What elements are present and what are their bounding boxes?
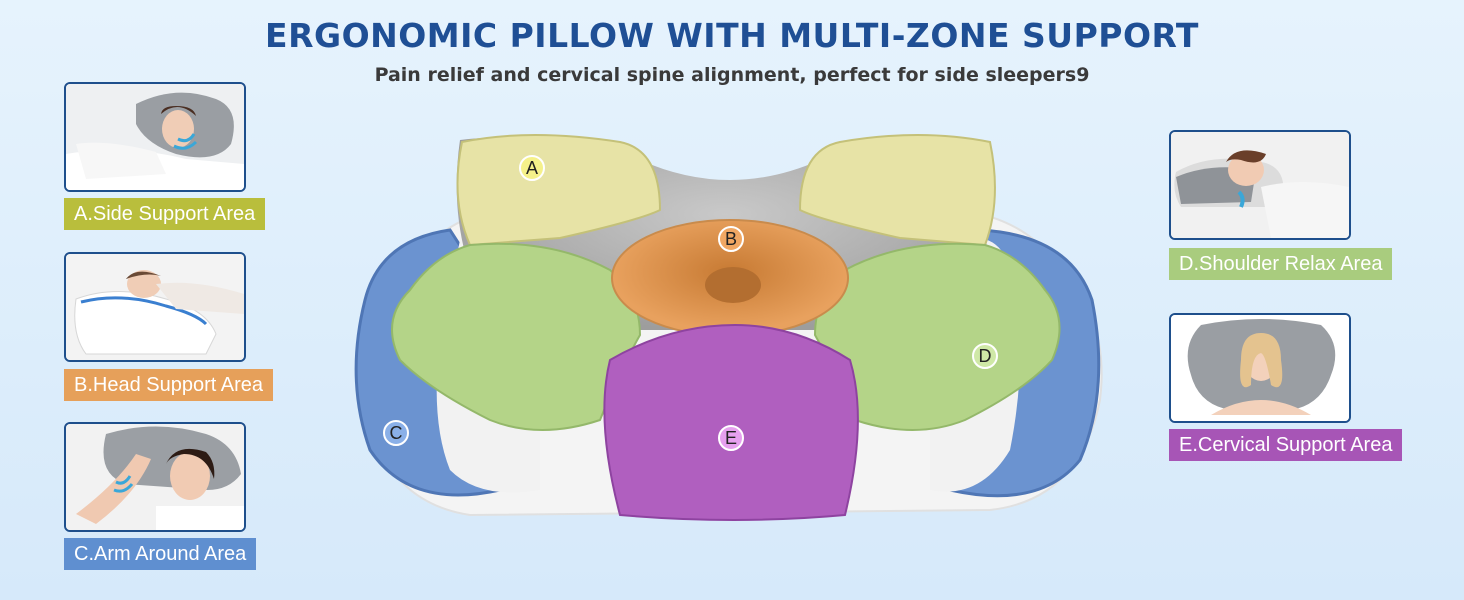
side-support-photo: [64, 82, 246, 192]
shoulder-relax-photo: [1169, 130, 1351, 240]
svg-text:B: B: [725, 229, 737, 249]
zone-b-label: B.Head Support Area: [64, 369, 274, 401]
marker-a: A: [519, 155, 545, 181]
marker-d: D: [972, 343, 998, 369]
svg-text:A: A: [526, 158, 538, 178]
zone-d-label: D.Shoulder Relax Area: [1169, 248, 1393, 280]
head-support-photo: [64, 252, 246, 362]
arm-around-photo: [64, 422, 246, 532]
zone-e-shape: [603, 323, 859, 521]
svg-text:D: D: [979, 346, 992, 366]
svg-text:E: E: [725, 428, 737, 448]
svg-text:C: C: [390, 423, 403, 443]
zone-a-label: A.Side Support Area: [64, 198, 266, 230]
zone-c-label: C.Arm Around Area: [64, 538, 257, 570]
cervical-support-photo: [1169, 313, 1351, 423]
pillow-diagram: A B C D E: [340, 120, 1120, 545]
zone-a-left-shape: [456, 134, 662, 247]
zone-a-right-shape: [798, 134, 996, 247]
page-title: ERGONOMIC PILLOW WITH MULTI-ZONE SUPPORT: [265, 16, 1199, 55]
marker-e: E: [718, 425, 744, 451]
marker-c: C: [383, 420, 409, 446]
zone-e-label: E.Cervical Support Area: [1169, 429, 1403, 461]
zone-d-left-shape: [391, 242, 642, 431]
marker-b: B: [718, 226, 744, 252]
page-subtitle: Pain relief and cervical spine alignment…: [374, 64, 1090, 86]
